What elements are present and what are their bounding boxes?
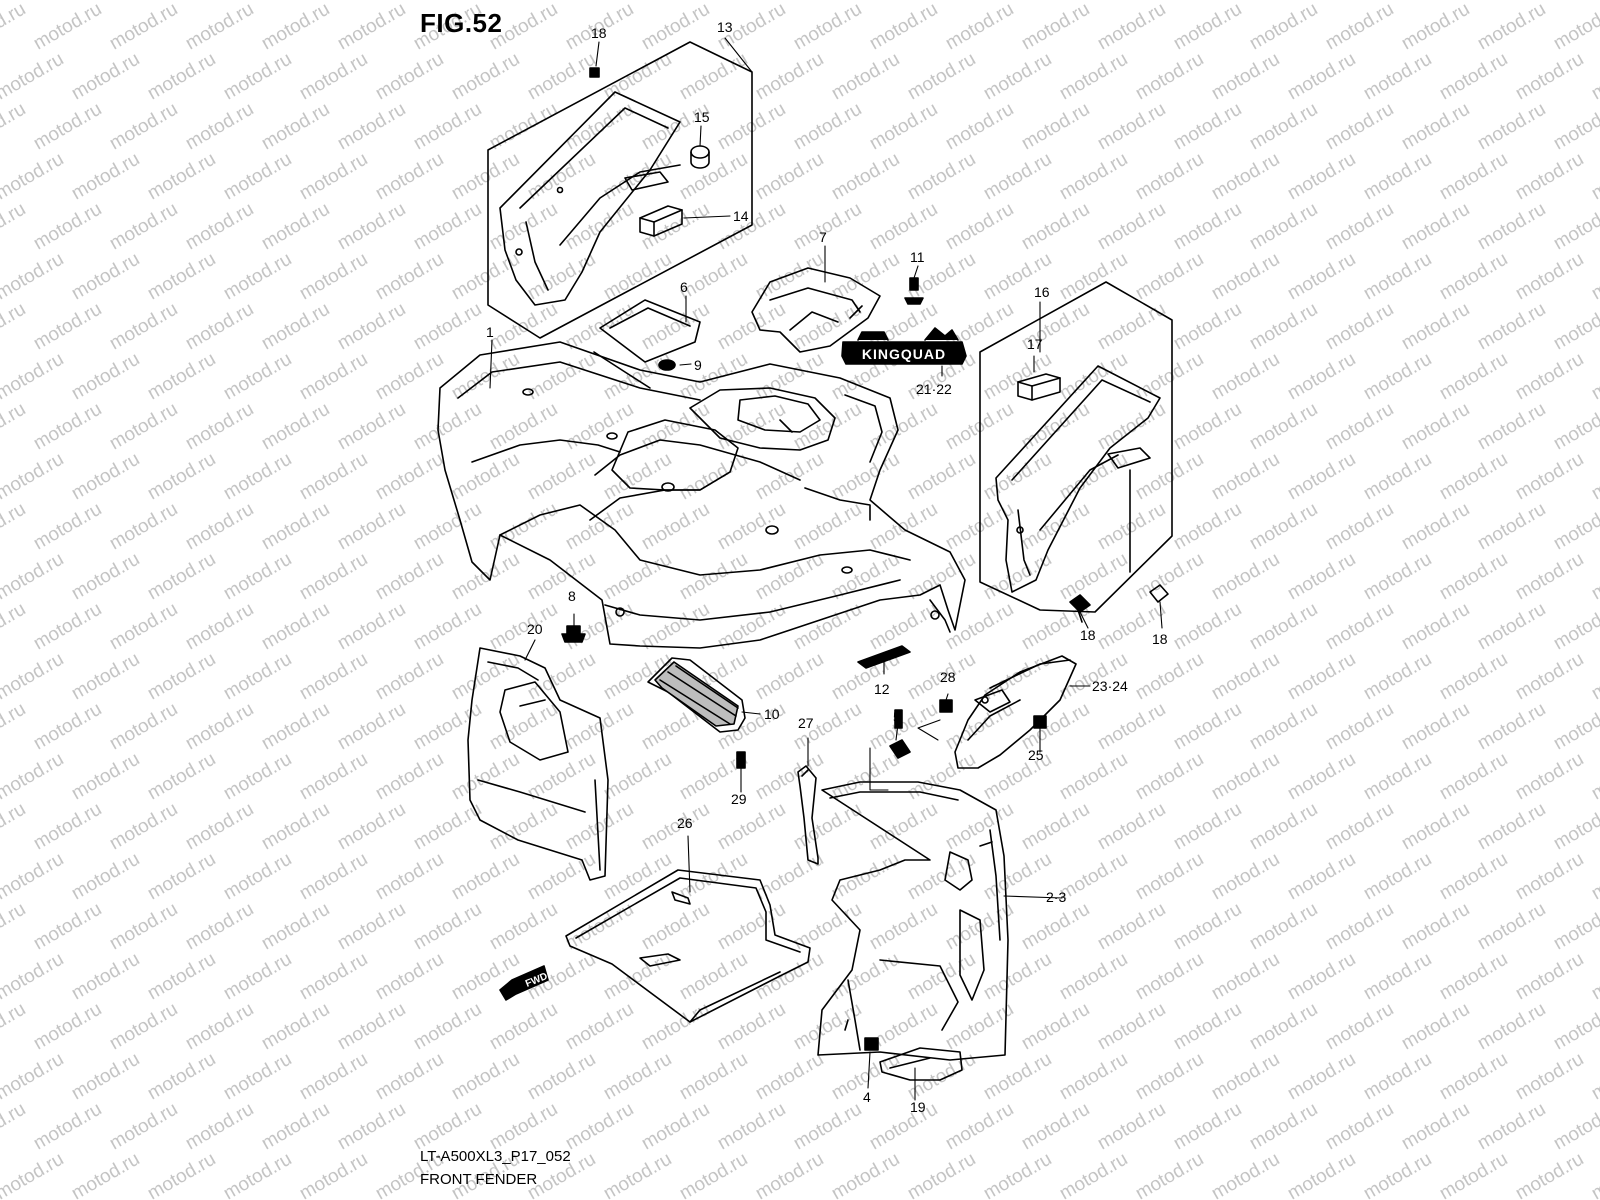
part-28-bolt (939, 699, 953, 713)
part-11-bolt (904, 277, 924, 305)
callout-25: 25 (1028, 747, 1044, 763)
callout-18-mid: 18 (1080, 627, 1096, 643)
part-18-clip-top (589, 67, 600, 78)
callout-labels: 18 13 15 14 7 11 16 6 1 17 9 21·22 8 20 … (486, 19, 1168, 1115)
callout-1: 1 (486, 324, 494, 340)
fwd-arrow-icon: FWD (499, 965, 549, 1001)
part-13-box (487, 41, 753, 339)
callout-18-top: 18 (591, 25, 607, 41)
figure-name: FRONT FENDER (420, 1171, 538, 1188)
callout-6: 6 (680, 279, 688, 295)
callout-23-24: 23·24 (1092, 678, 1128, 694)
part-17-block (1017, 373, 1061, 401)
part-20-inner-panel (467, 647, 609, 881)
callout-16: 16 (1034, 284, 1050, 300)
callout-20: 20 (527, 621, 543, 637)
part-15-grommet (690, 145, 710, 169)
part-26-floor-mat (565, 869, 811, 1023)
callout-10: 10 (764, 706, 780, 722)
part-25-clip (1033, 715, 1047, 729)
logo-text: KINGQUAD (862, 346, 946, 362)
part-10-grille (647, 657, 746, 733)
callout-4: 4 (863, 1089, 871, 1105)
callout-2-3: 2·3 (1046, 889, 1066, 905)
leader-lines (489, 37, 1163, 1101)
part-8-screw (561, 625, 586, 643)
callout-9: 9 (694, 357, 702, 373)
part-16-box (979, 281, 1173, 613)
callout-27: 27 (798, 715, 814, 731)
part-7-cover (751, 267, 881, 353)
part-21-22-logo-decal: KINGQUAD (841, 327, 967, 365)
callout-12: 12 (874, 681, 890, 697)
callout-18-right: 18 (1152, 631, 1168, 647)
part-23-24-guard (954, 655, 1077, 769)
part-9-grommet (658, 359, 676, 371)
callout-8: 8 (568, 588, 576, 604)
part-13-inner-cover (499, 91, 681, 306)
part-12-pad (857, 645, 911, 669)
part-27-strap (797, 765, 819, 865)
part-2-3-inner-fender (817, 781, 1009, 1061)
callout-11: 11 (910, 249, 925, 265)
callout-29: 29 (731, 791, 747, 807)
part-6-panel (599, 299, 701, 363)
part-1-front-fender (437, 341, 966, 649)
callout-14: 14 (733, 208, 749, 224)
callout-26: 26 (677, 815, 693, 831)
part-5-clip (889, 709, 911, 759)
callout-19: 19 (910, 1099, 926, 1115)
callout-28: 28 (940, 669, 956, 685)
part-14-block (639, 205, 683, 237)
figure-title: FIG.52 (420, 8, 503, 38)
figure-code: LT-A500XL3_P17_052 (420, 1148, 571, 1165)
callout-21-22: 21·22 (916, 381, 952, 397)
callout-17: 17 (1027, 336, 1043, 352)
callout-7: 7 (819, 229, 827, 245)
part-19-deflector (879, 1047, 963, 1081)
callout-5: 5 (893, 709, 901, 725)
part-18-clip-right (1069, 584, 1169, 623)
callout-13: 13 (717, 19, 733, 35)
part-29-screw (736, 751, 746, 769)
part-16-inner-cover (995, 365, 1161, 593)
part-4-screw (864, 1037, 879, 1051)
callout-15: 15 (694, 109, 710, 125)
